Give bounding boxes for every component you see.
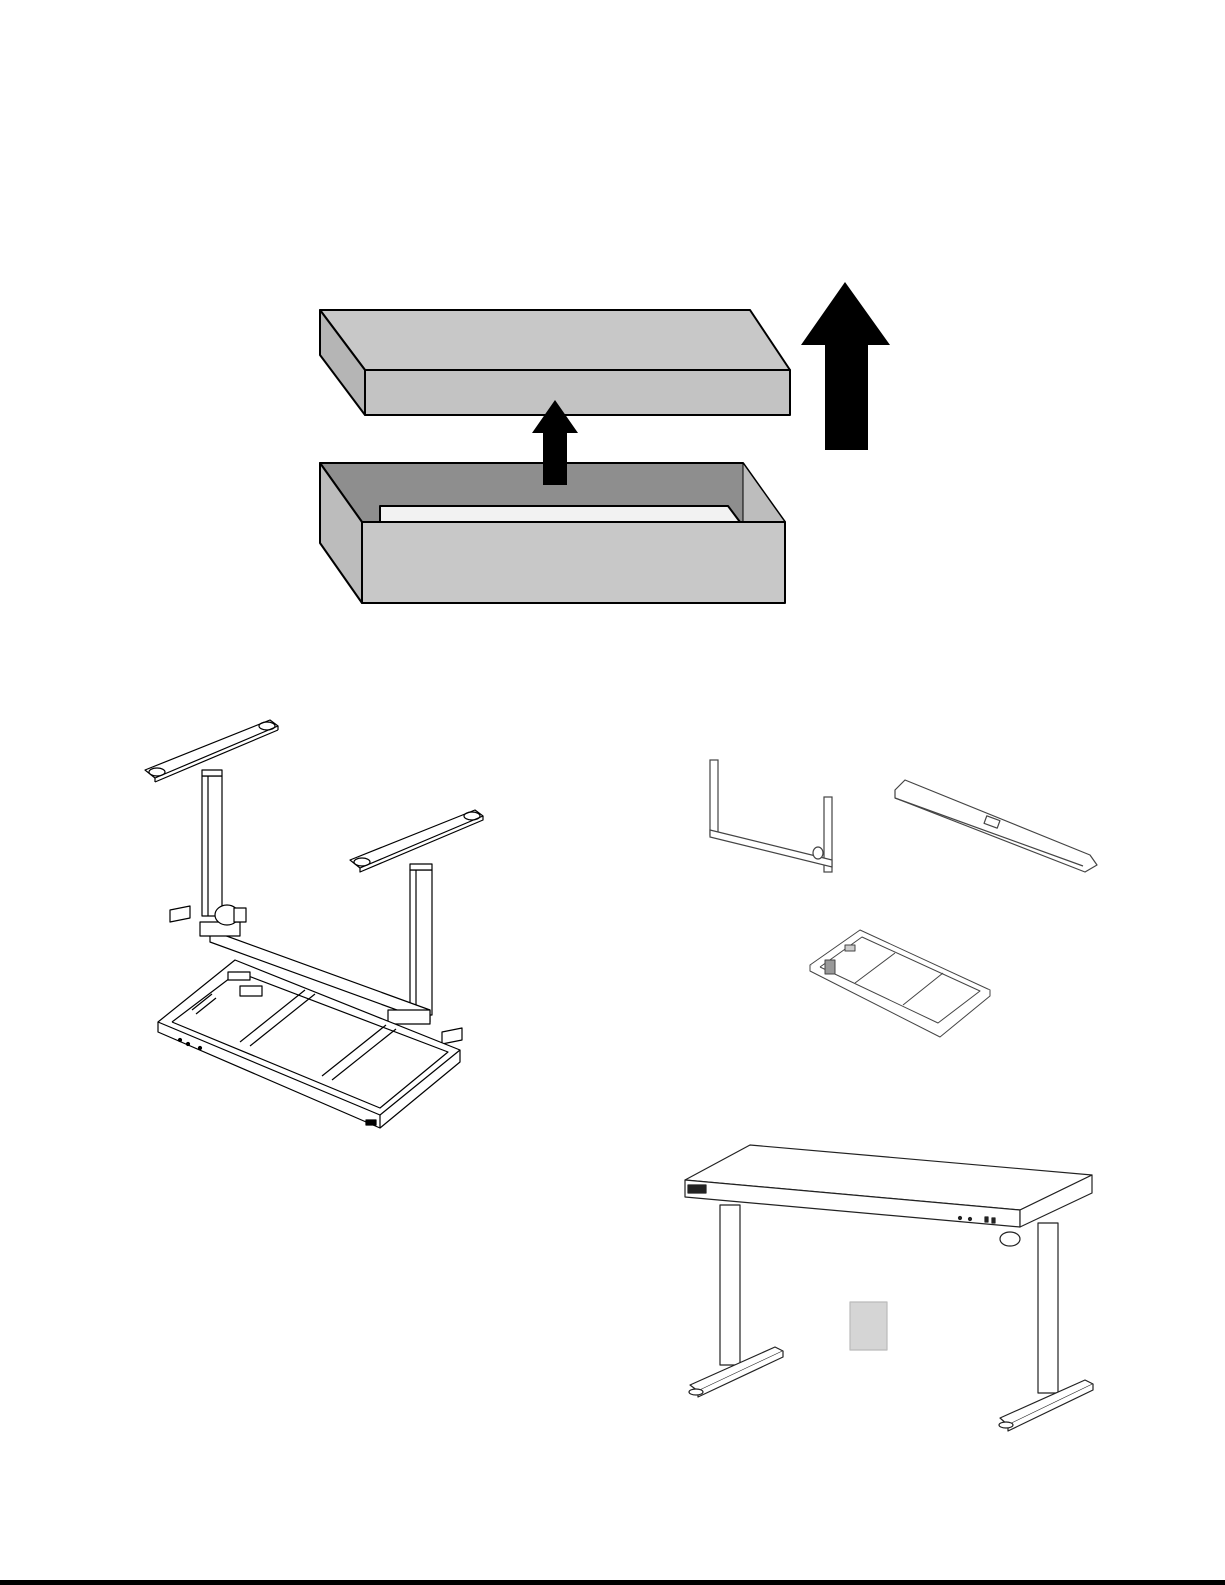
left-leg bbox=[202, 770, 222, 916]
box-lid-removal-figure bbox=[310, 270, 910, 615]
right-bracket bbox=[388, 1010, 430, 1024]
right-leg bbox=[410, 864, 432, 1015]
left-bracket bbox=[200, 922, 240, 936]
right-foot bbox=[350, 810, 483, 872]
assembled-desk-figure bbox=[680, 1135, 1110, 1435]
large-up-arrow-icon bbox=[801, 282, 890, 450]
control-tray-figure bbox=[805, 925, 995, 1040]
placeholder-block bbox=[850, 1302, 887, 1350]
leg-frame-figure bbox=[690, 755, 850, 880]
exploded-frame-figure bbox=[130, 710, 510, 1150]
page-bottom-rule bbox=[0, 1580, 1225, 1585]
right-mounting-plate bbox=[442, 1028, 462, 1044]
left-mounting-plate bbox=[170, 906, 190, 922]
motor bbox=[215, 905, 246, 925]
crossbar-part-figure bbox=[885, 770, 1115, 880]
box-lid bbox=[320, 310, 790, 415]
